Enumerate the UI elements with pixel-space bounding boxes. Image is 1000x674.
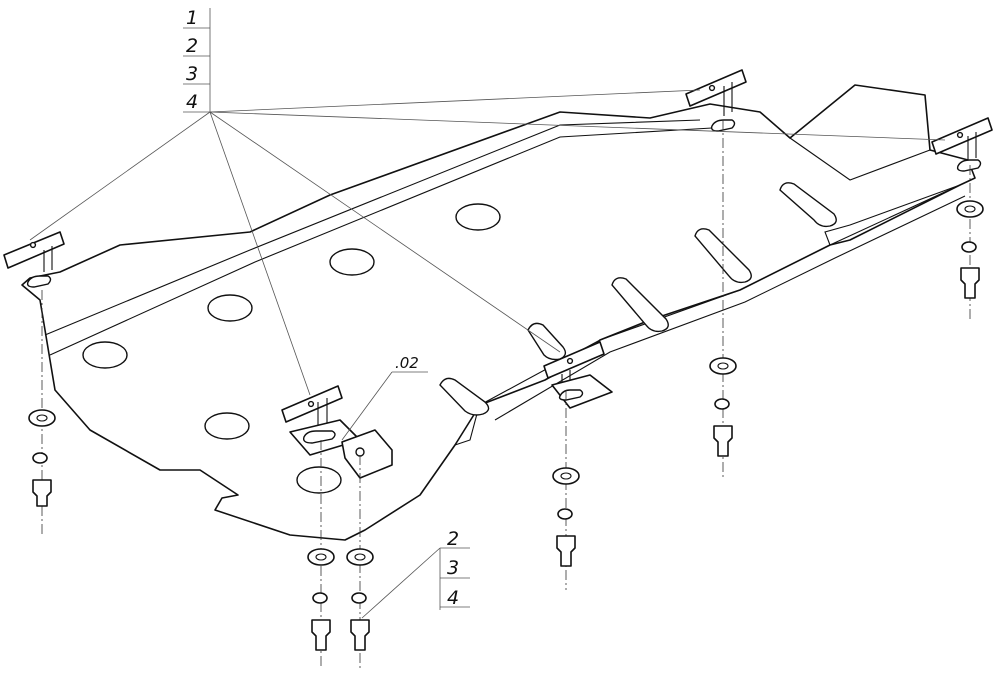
part-code-label: .02 bbox=[395, 354, 419, 372]
callout-leaders-top bbox=[29, 8, 946, 396]
slot bbox=[302, 430, 336, 444]
callout-number: 2 bbox=[186, 35, 198, 57]
callout-numbers-top: 1 2 3 4 bbox=[186, 7, 198, 113]
slot bbox=[26, 275, 52, 288]
fastener-set-2 bbox=[307, 440, 335, 668]
callout-number: 3 bbox=[186, 63, 198, 85]
bolt bbox=[556, 535, 576, 567]
slot bbox=[527, 322, 567, 361]
lock-washer bbox=[557, 508, 573, 520]
bracket-front-left bbox=[3, 231, 65, 288]
callout-number: 4 bbox=[447, 587, 459, 609]
slot bbox=[558, 389, 584, 401]
round-hole bbox=[204, 412, 250, 440]
slot bbox=[439, 377, 490, 416]
side-lip bbox=[454, 409, 479, 446]
skid-plate-outline bbox=[21, 84, 976, 541]
bolt bbox=[960, 267, 980, 299]
bolt bbox=[713, 425, 733, 457]
slot bbox=[956, 159, 982, 172]
flat-washer bbox=[307, 548, 335, 566]
flat-washer bbox=[552, 467, 580, 485]
round-hole bbox=[207, 294, 253, 322]
bracket-front-center bbox=[281, 385, 393, 479]
round-hole bbox=[296, 466, 342, 494]
bracket-plate bbox=[685, 69, 747, 107]
fastener-set-1 bbox=[28, 290, 56, 535]
fastener-set-6 bbox=[956, 165, 984, 320]
fold-line-side-2 bbox=[494, 195, 966, 421]
skid-plate bbox=[21, 84, 976, 541]
fastener-set-3 bbox=[346, 455, 374, 668]
lock-washer bbox=[961, 241, 977, 253]
slot bbox=[779, 182, 837, 228]
lock-washer bbox=[351, 592, 367, 604]
bolt bbox=[350, 619, 370, 651]
bracket-tab bbox=[341, 429, 393, 479]
round-hole bbox=[455, 203, 501, 231]
bolt bbox=[311, 619, 331, 651]
lock-washer bbox=[32, 452, 48, 464]
bolt bbox=[32, 479, 52, 507]
callout-number: 4 bbox=[186, 91, 198, 113]
flat-washer bbox=[709, 357, 737, 375]
bracket-side-center bbox=[543, 341, 613, 409]
bracket-plate bbox=[3, 231, 65, 269]
lock-washer bbox=[312, 592, 328, 604]
flat-washer bbox=[28, 409, 56, 427]
fold-line-front-2 bbox=[49, 127, 713, 356]
callout-number: 2 bbox=[447, 528, 459, 550]
callout-number: 3 bbox=[447, 557, 459, 579]
rear-flap bbox=[789, 137, 931, 181]
lock-washer bbox=[714, 398, 730, 410]
rear-step bbox=[824, 184, 961, 246]
bracket-rear-right bbox=[931, 117, 993, 172]
callout-leaders-bottom bbox=[361, 547, 470, 619]
callout-numbers-bottom: 2 3 4 bbox=[447, 528, 459, 609]
fastener-set-4 bbox=[552, 390, 580, 590]
slot bbox=[611, 277, 669, 333]
fastener-set-5 bbox=[709, 120, 737, 480]
flat-washer bbox=[346, 548, 374, 566]
flat-washer bbox=[956, 200, 984, 218]
bracket-plate bbox=[543, 341, 605, 379]
part-code-leader bbox=[341, 371, 428, 441]
round-hole bbox=[82, 341, 128, 369]
callout-number: 1 bbox=[186, 7, 198, 29]
round-hole bbox=[329, 248, 375, 276]
fold-line-front bbox=[44, 119, 701, 336]
